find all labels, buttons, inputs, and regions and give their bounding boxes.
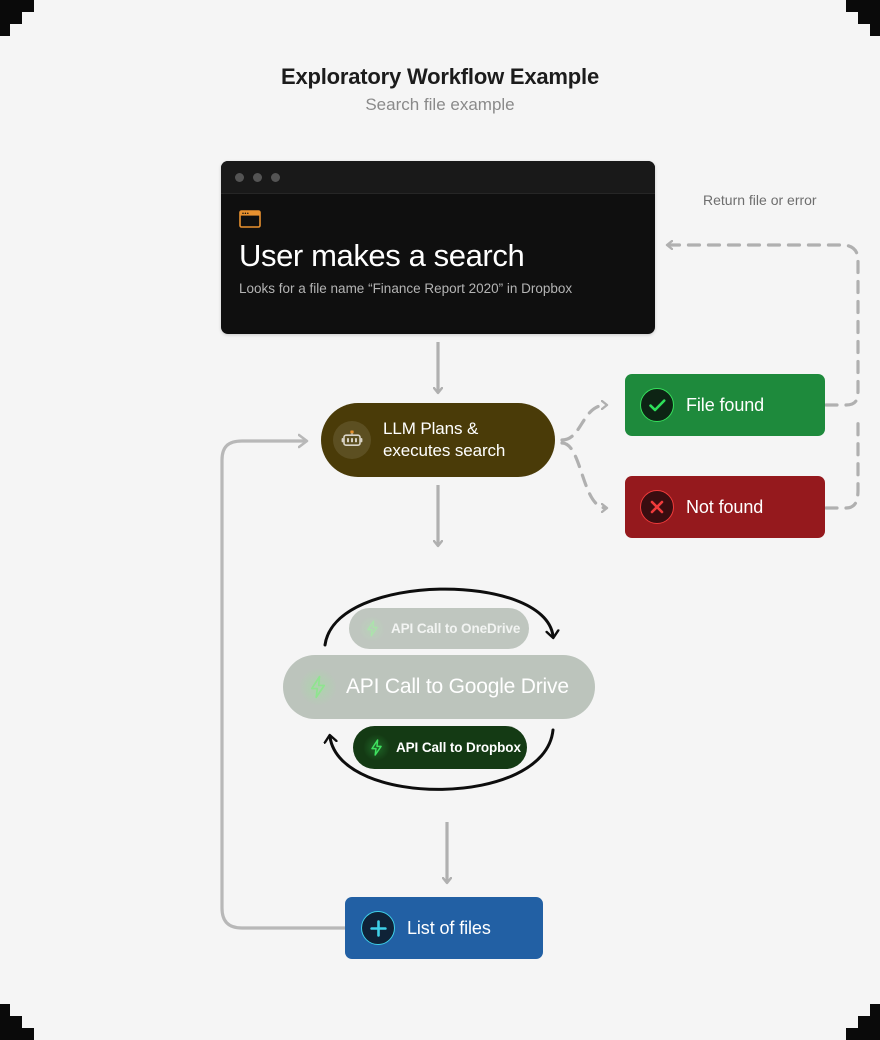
connector-llm-to-not-found <box>560 441 606 508</box>
node-api-call-onedrive-label: API Call to OneDrive <box>391 621 521 636</box>
node-api-call-dropbox[interactable]: API Call to Dropbox <box>353 726 527 769</box>
node-llm-label: LLM Plans &executes search <box>383 419 506 460</box>
window-description: Looks for a file name “Finance Report 20… <box>239 281 573 296</box>
diagram-header: Exploratory Workflow Example Search file… <box>0 62 880 118</box>
node-list-of-files[interactable]: List of files <box>345 897 543 959</box>
robot-icon <box>333 421 371 459</box>
corner-decoration-top-left <box>0 0 48 48</box>
window-maximize-dot[interactable] <box>271 172 280 182</box>
window-minimize-dot[interactable] <box>253 172 262 182</box>
corner-decoration-top-right <box>832 0 880 48</box>
node-llm-plans-executes-search[interactable]: LLM Plans &executes search <box>321 403 555 477</box>
plus-circle-icon <box>361 911 395 945</box>
lightning-bolt-icon <box>363 734 390 761</box>
window-close-dot[interactable] <box>235 172 244 182</box>
page-title: Exploratory Workflow Example <box>281 64 599 89</box>
connector-return-not-found-branch <box>824 418 860 510</box>
lightning-bolt-icon <box>359 615 385 642</box>
node-file-found-label: File found <box>686 394 765 415</box>
node-list-of-files-label: List of files <box>407 917 491 938</box>
page-subtitle: Search file example <box>365 95 515 114</box>
window-titlebar <box>221 161 655 194</box>
window-heading: User makes a search <box>239 238 525 273</box>
lightning-bolt-icon <box>299 668 337 706</box>
node-not-found[interactable]: Not found <box>625 476 825 538</box>
node-api-call-google-drive[interactable]: API Call to Google Drive <box>283 655 595 719</box>
node-api-call-dropbox-label: API Call to Dropbox <box>396 740 521 755</box>
check-circle-icon <box>640 388 674 422</box>
x-circle-icon <box>640 490 674 524</box>
node-not-found-label: Not found <box>686 496 764 517</box>
corner-decoration-bottom-right <box>832 992 880 1040</box>
node-api-call-google-drive-label: API Call to Google Drive <box>346 675 569 698</box>
return-path-label: Return file or error <box>703 192 817 208</box>
search-window-card: User makes a search Looks for a file nam… <box>221 161 655 334</box>
corner-decoration-bottom-left <box>0 992 48 1040</box>
node-api-call-onedrive[interactable]: API Call to OneDrive <box>349 608 529 649</box>
connector-llm-to-file-found <box>560 405 606 442</box>
browser-window-icon <box>239 210 261 228</box>
node-file-found[interactable]: File found <box>625 374 825 436</box>
